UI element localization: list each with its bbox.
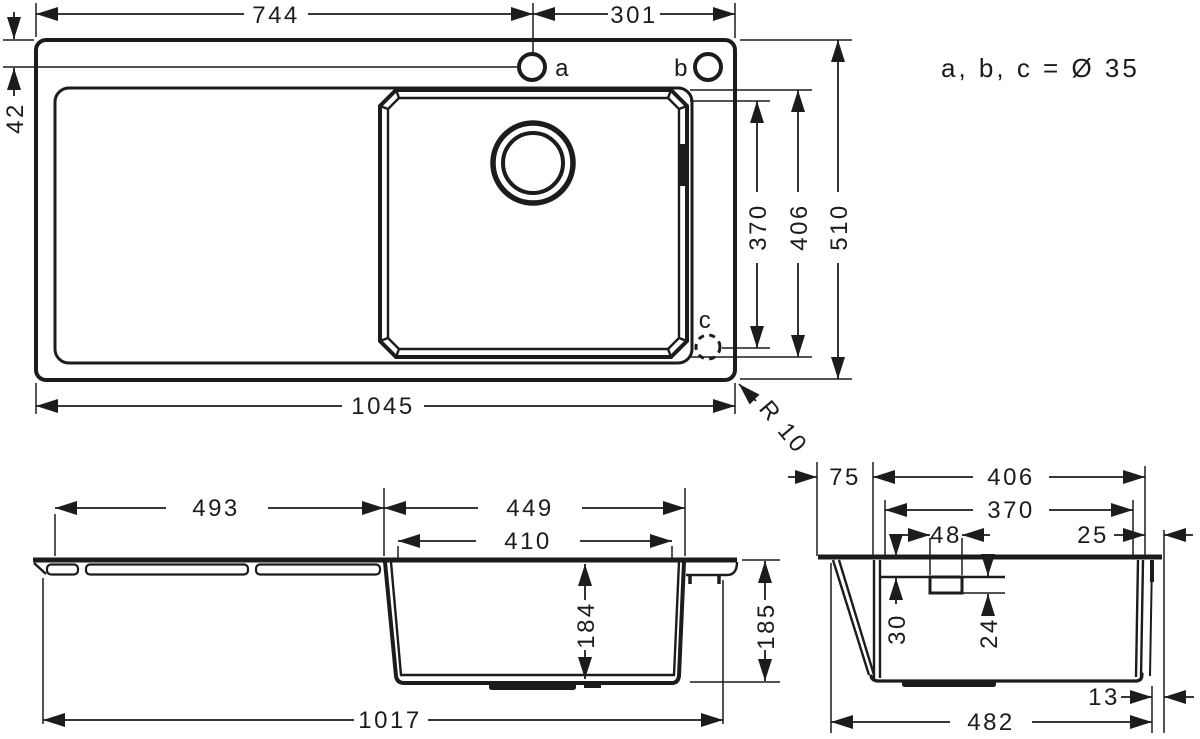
hole-label-a: a [555, 55, 571, 82]
dim-label-25: 25 [1077, 522, 1109, 549]
drainer-slope-inner [837, 559, 876, 676]
slot [45, 563, 80, 576]
end-view: 75 406 370 48 25 30 24 13 482 [788, 462, 1194, 736]
dim-label-449: 449 [506, 495, 554, 522]
right-ledge-profile [686, 561, 739, 577]
dim-label-184: 184 [573, 601, 600, 649]
drain-recess-bar [489, 683, 576, 690]
side-view: 493 449 410 184 185 1017 [33, 488, 780, 734]
bowl-bottom-line [869, 672, 1144, 683]
slot [254, 563, 382, 576]
dim-label-185: 185 [753, 602, 780, 650]
bowl-profile-inner [389, 561, 681, 677]
overflow-knockout [928, 575, 964, 595]
dim-label-1017: 1017 [358, 707, 421, 734]
tap-hole-c-dashed [694, 333, 722, 361]
drain-inner-circle [501, 131, 565, 195]
dim-label-370e: 370 [987, 497, 1035, 524]
dim-label-301: 301 [610, 2, 658, 29]
facet-bottom-left [379, 336, 401, 358]
dim-label-510: 510 [826, 203, 853, 251]
hole-label-c: c [699, 307, 714, 334]
hole-label-b: b [674, 55, 690, 82]
facet-bottom-right [666, 336, 688, 358]
sink-outer-rim [34, 38, 737, 382]
dim-label-13: 13 [1088, 684, 1120, 711]
radius-label: R 10 [753, 396, 813, 460]
dim-label-493: 493 [192, 495, 240, 522]
drainer-slope-outer [831, 559, 871, 676]
dim-label-406: 406 [786, 203, 813, 251]
bowl-outer-edge [378, 88, 689, 359]
bowl-inner-edge [386, 96, 681, 351]
holes-note: a, b, c = Ø 35 [941, 53, 1140, 83]
bowl-corner-facets [379, 89, 688, 358]
drain-outer-circle [490, 120, 576, 206]
dim-label-75: 75 [829, 464, 861, 491]
dim-label-744: 744 [252, 2, 300, 29]
slot [84, 563, 250, 576]
facet-top-right [666, 89, 688, 111]
top-view: a b c 744 301 42 370 406 510 [2, 2, 1140, 460]
overflow-slot-plan [679, 144, 686, 186]
side-left-taper [33, 562, 47, 575]
drain-recess-bar [902, 680, 996, 687]
dim-label-42: 42 [2, 102, 29, 134]
bowl-right-wall-mid [1139, 559, 1145, 678]
dim-label-370: 370 [745, 203, 772, 251]
dim-label-406e: 406 [987, 464, 1035, 491]
dim-label-30: 30 [884, 613, 911, 645]
dim-label-410: 410 [504, 528, 552, 555]
bowl-profile-outer [383, 561, 686, 685]
dim-label-482: 482 [967, 709, 1015, 736]
tap-hole-a [517, 52, 547, 82]
facet-top-left [379, 89, 401, 111]
bowl-right-wall-inner [1134, 559, 1140, 678]
drainboard-outline [53, 86, 694, 365]
radius-leader-line [738, 383, 760, 405]
dim-label-1045: 1045 [351, 393, 414, 420]
tap-hole-b [693, 52, 723, 82]
drain-recess-tab [584, 683, 601, 688]
drainboard-slots [45, 563, 382, 576]
dim-label-24: 24 [976, 617, 1003, 649]
dim-label-48: 48 [930, 522, 962, 549]
